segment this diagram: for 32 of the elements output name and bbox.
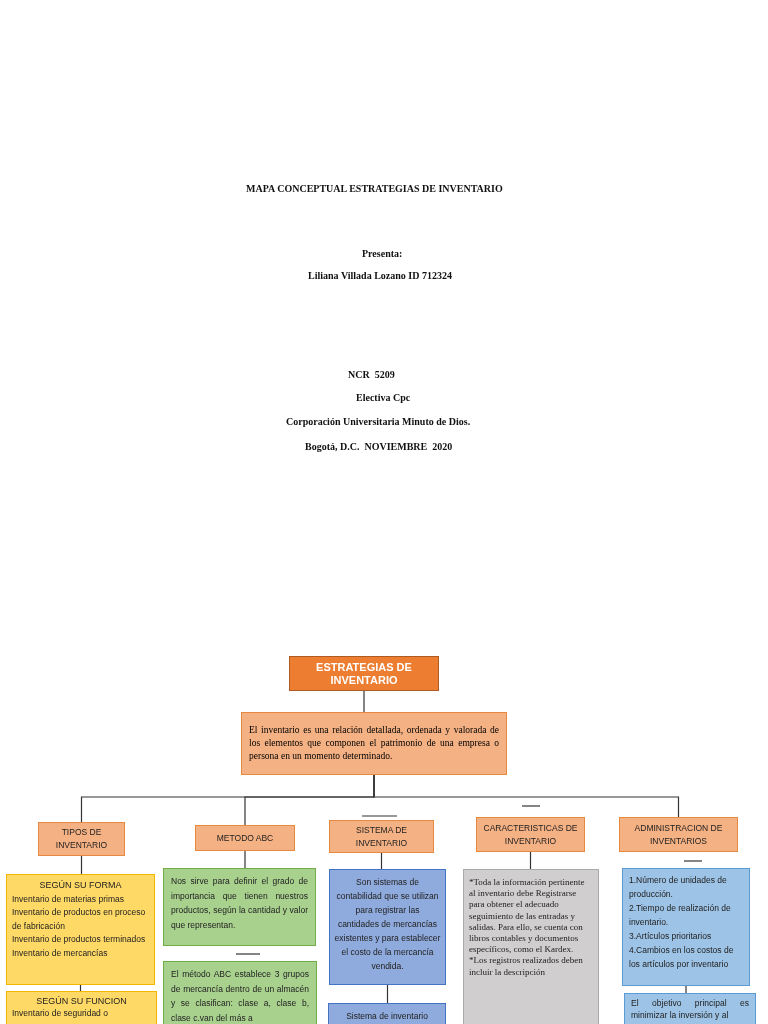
concept-title-box: ESTRATEGIAS DE INVENTARIO — [289, 656, 439, 691]
content-box: El método ABC establece 3 grupos de mercancía dentro de un almacén y se clasifican: clase a, clase b, clase c.van del más a — [163, 961, 317, 1024]
university-name: Corporación Universitaria Minuto de Dios. — [286, 416, 471, 427]
connector-line — [685, 985, 687, 994]
place-date: Bogotá, D.C. NOVIEMBRE 2020 — [305, 441, 453, 452]
connector-line — [373, 774, 680, 818]
content-box: Sistema de inventario — [328, 1003, 446, 1024]
connector-line — [386, 984, 389, 1004]
category-box: METODO ABC — [195, 825, 295, 851]
connector-line — [529, 851, 532, 870]
connector-line — [244, 850, 246, 869]
category-box: TIPOS DE INVENTARIO — [38, 822, 125, 856]
content-box: SEGÚN SU FUNCION Inventario de seguridad o — [6, 991, 157, 1024]
connector-line — [79, 984, 82, 992]
category-box: CARACTERISTICAS DE INVENTARIO — [476, 817, 585, 852]
connector-line — [363, 690, 365, 713]
category-box: ADMINISTRACION DE INVENTARIOS — [619, 817, 738, 852]
connector-line — [380, 852, 383, 870]
content-box: *Toda la información pertinente al inventario debe Registrarse para obtener el adecuado seguimiento de las entradas y salidas. Para ello, se cuenta con libros contables y documentos específicos, como el Kardex. *Los registros realizados deben incluir la descripción — [463, 869, 599, 1024]
presenter-label: Presenta: — [362, 248, 403, 259]
category-box: SISTEMA DE INVENTARIO — [329, 820, 434, 853]
document-title: MAPA CONCEPTUAL ESTRATEGIAS DE INVENTARIO — [246, 183, 503, 194]
definition-box: El inventario es una relación detallada, ordenada y valorada de los elementos que componen el patrimonio de una empresa o persona en un momento determinado. — [241, 712, 507, 775]
connector-line — [80, 855, 83, 875]
content-box: 1.Número de unidades de producción. 2.Tiempo de realización de inventario. 3.Artículos prioritarios 4.Cambios en los costos de los artículos por inventario — [622, 868, 750, 986]
author-label: Liliana Villada Lozano ID 712324 — [308, 270, 452, 281]
content-box: Nos sirve para definir el grado de importancia que tienen nuestros productos, según la cantidad y valor que representan. — [163, 868, 316, 946]
content-box: SEGÚN SU FORMA Inventario de materias primas Inventario de productos en proceso de fabricación Inventario de productos terminados Inventario de mercancías — [6, 874, 155, 985]
course-name: Electiva Cpc — [356, 392, 411, 403]
content-box: Son sistemas de contabilidad que se utilizan para registrar las cantidades de mercancías existentes y para establecer el costo de la mercancía vendida. — [329, 869, 446, 985]
content-box: El objetivo principal es minimizar la inversión y al — [624, 993, 756, 1024]
course-code: NCR 5209 — [348, 369, 395, 380]
